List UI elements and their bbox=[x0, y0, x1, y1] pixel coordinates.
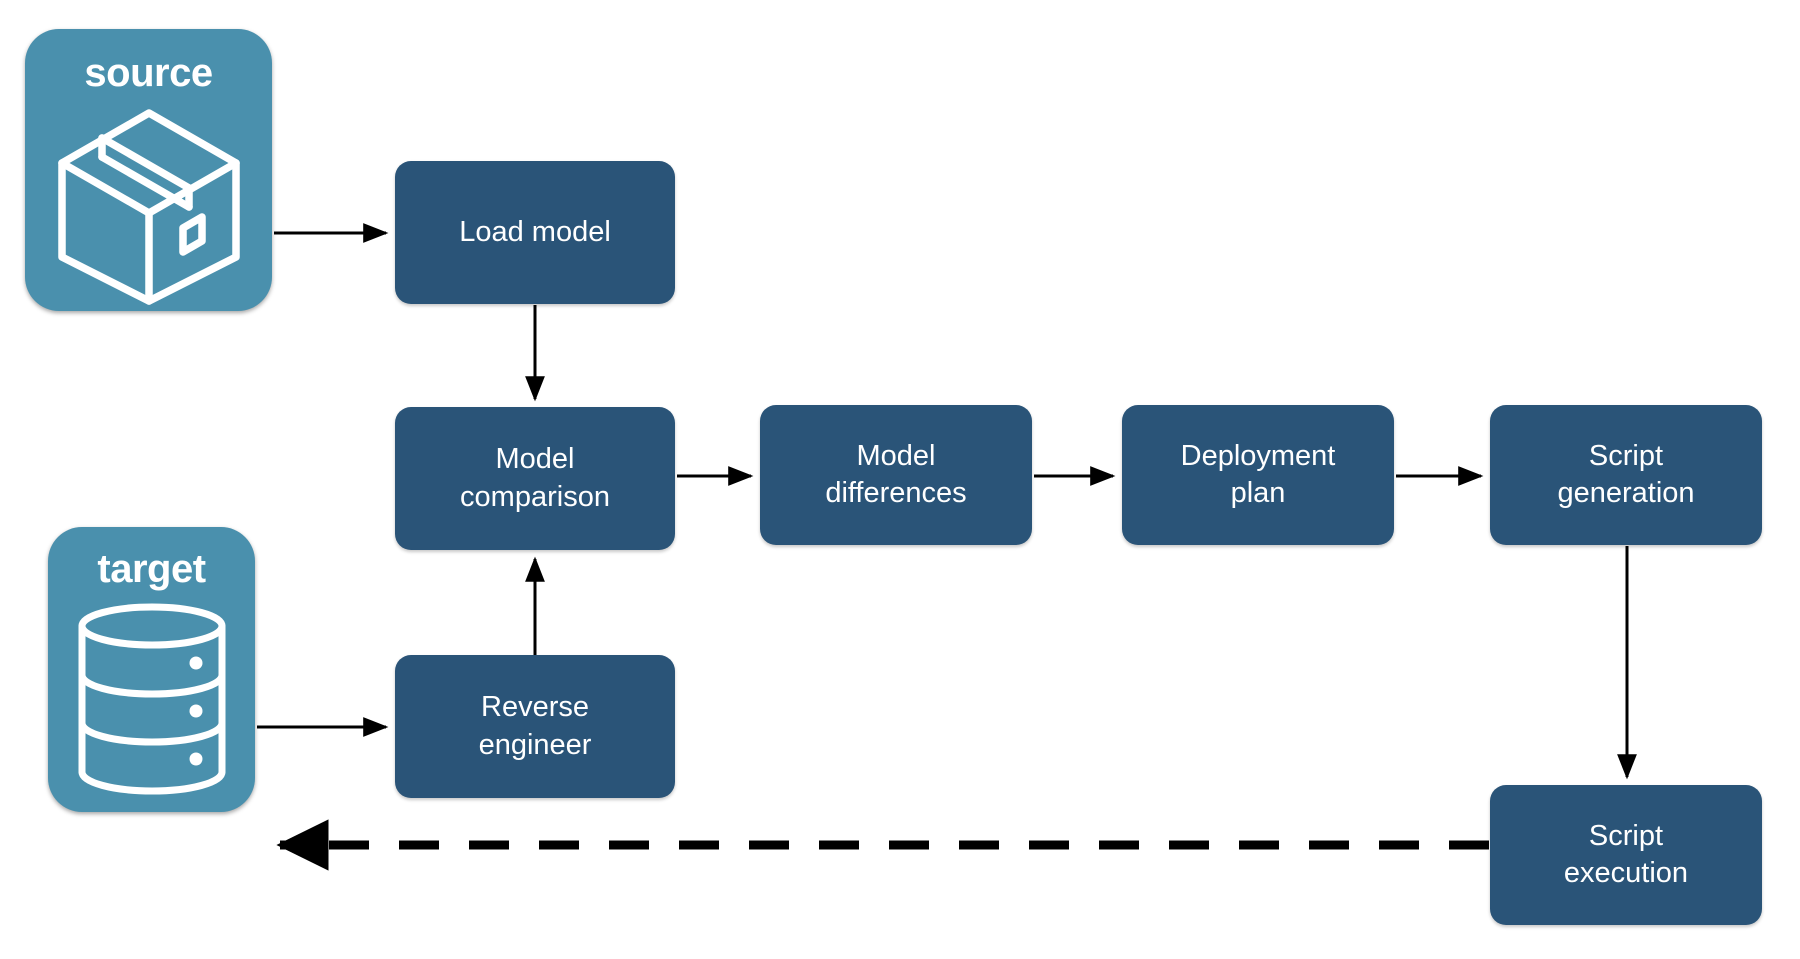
endpoint-label-source: source bbox=[84, 51, 213, 95]
process-label-model-comparison: Model comparison bbox=[460, 443, 610, 513]
process-box-script-generation[interactable]: Script generation bbox=[1490, 405, 1762, 545]
process-box-reverse-engineer[interactable]: Reverse engineer bbox=[395, 655, 675, 798]
endpoint-card-source[interactable]: source bbox=[25, 29, 272, 311]
process-label-model-differences: Model differences bbox=[825, 439, 967, 509]
process-box-model-differences[interactable]: Model differences bbox=[760, 405, 1032, 545]
process-label-reverse-engineer: Reverse engineer bbox=[478, 691, 592, 761]
process-label-script-execution: Script execution bbox=[1563, 819, 1689, 889]
database-cylinder-icon bbox=[78, 603, 225, 795]
process-box-model-comparison[interactable]: Model comparison bbox=[395, 407, 675, 550]
process-box-script-execution[interactable]: Script execution bbox=[1490, 785, 1762, 925]
package-box-icon bbox=[57, 109, 240, 305]
process-label-script-generation: Script generation bbox=[1557, 439, 1695, 509]
process-box-deployment-plan[interactable]: Deployment plan bbox=[1122, 405, 1394, 545]
process-label-deployment-plan: Deployment plan bbox=[1180, 439, 1336, 509]
process-label-load-model: Load model bbox=[459, 215, 611, 248]
process-box-load-model[interactable]: Load model bbox=[395, 161, 675, 304]
endpoint-card-target[interactable]: target bbox=[48, 527, 255, 812]
endpoint-label-target: target bbox=[97, 547, 206, 591]
